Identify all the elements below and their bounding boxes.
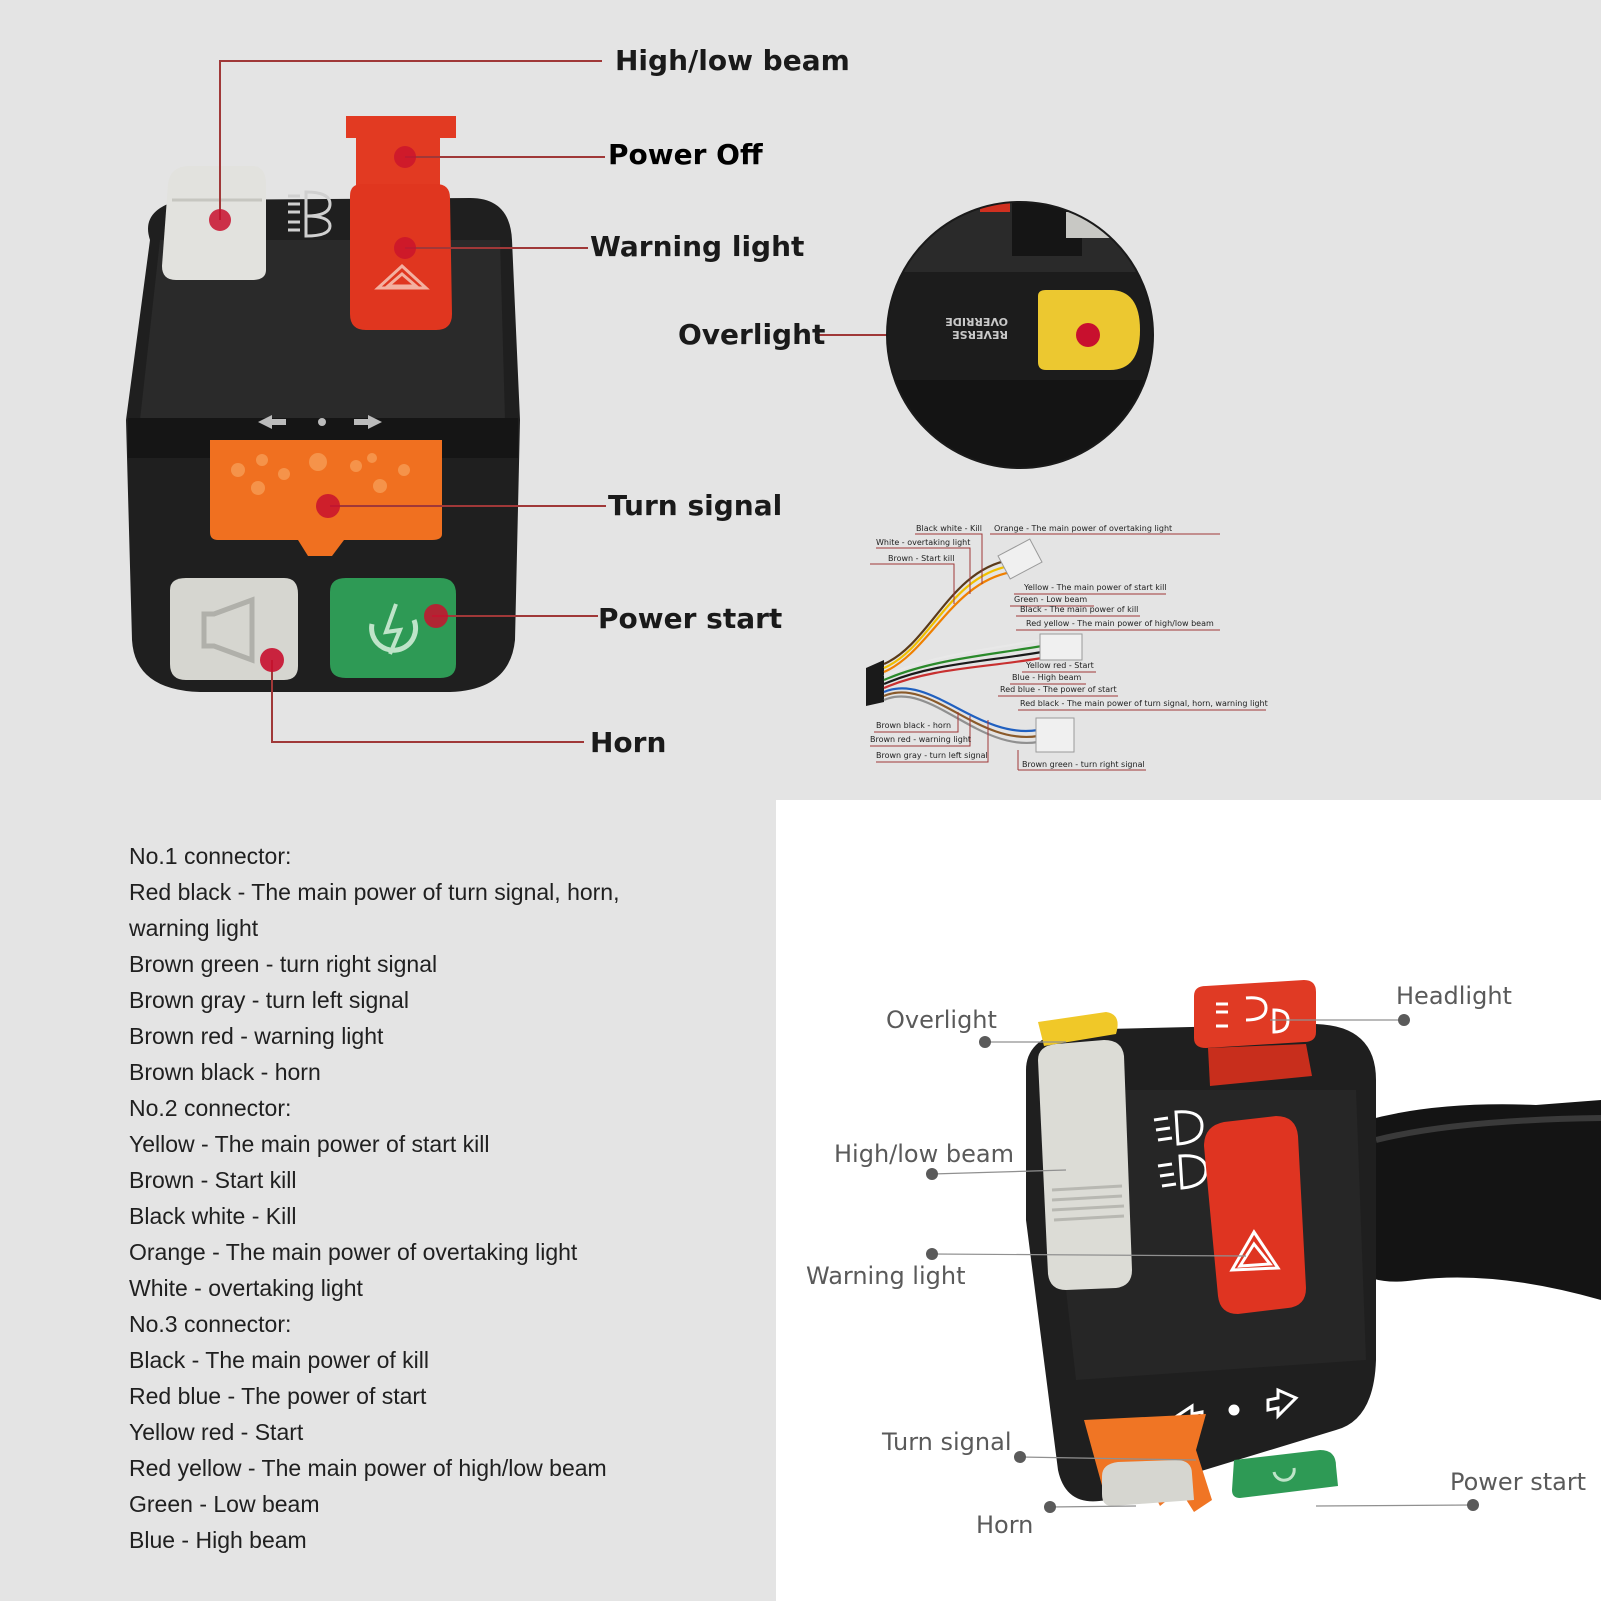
connector-no1-item: Brown red - warning light bbox=[129, 1023, 384, 1049]
side-headlight-button bbox=[1194, 980, 1316, 1048]
wire-label-blue: Blue - High beam bbox=[1012, 673, 1082, 682]
callout-overlight: Overlight bbox=[678, 318, 825, 351]
side-callout-warning-light: Warning light bbox=[806, 1262, 966, 1290]
wire bbox=[883, 687, 1039, 733]
wire-label-brown-red: Brown red - warning light bbox=[870, 735, 971, 744]
connector-no1-item: Red black - The main power of turn signa… bbox=[129, 879, 620, 941]
top-callout-lines bbox=[219, 60, 1088, 743]
connector-no1-title: No.1 connector: bbox=[129, 843, 292, 869]
handlebar bbox=[1336, 1100, 1601, 1300]
side-callout-dots bbox=[926, 1014, 1479, 1513]
turn-signal-texture bbox=[231, 453, 410, 495]
wire-label-green: Green - Low beam bbox=[1014, 595, 1087, 604]
side-beam-icons bbox=[1153, 1110, 1208, 1190]
wire-label-brown: Brown - Start kill bbox=[888, 554, 954, 563]
callout-high-low-beam: High/low beam bbox=[615, 44, 850, 77]
callout-power-start: Power start bbox=[598, 602, 782, 635]
connector-no1-item: Brown black - horn bbox=[129, 1059, 321, 1085]
connector-no3-item: Yellow red - Start bbox=[129, 1419, 304, 1445]
connector-no1 bbox=[1035, 717, 1075, 753]
wire bbox=[883, 564, 1011, 670]
connector-no3-item: Blue - High beam bbox=[129, 1527, 307, 1553]
callout-power-off: Power Off bbox=[608, 138, 763, 171]
connector-no2-item: Brown - Start kill bbox=[129, 1167, 297, 1193]
side-warning-light-button bbox=[1204, 1116, 1306, 1314]
connector-no1-item: Brown green - turn right signal bbox=[129, 951, 438, 977]
wire-label-black: Black - The main power of kill bbox=[1020, 605, 1138, 614]
wire bbox=[883, 656, 1043, 690]
wire bbox=[883, 695, 1039, 745]
wire-label-red-black: Red black - The main power of turn signa… bbox=[1020, 699, 1268, 708]
wire bbox=[883, 558, 1011, 666]
side-callout-power-start: Power start bbox=[1450, 1468, 1586, 1496]
override-marking: OVERRIDE bbox=[945, 315, 1008, 328]
side-callout-overlight: Overlight bbox=[886, 1006, 997, 1034]
connector-no3 bbox=[1039, 633, 1083, 661]
side-callout-lines bbox=[931, 1019, 1474, 1508]
callout-horn: Horn bbox=[590, 726, 666, 759]
side-view-panel: Overlight Headlight High/low beam Warnin… bbox=[776, 800, 1601, 1601]
connector-no1-item: Brown gray - turn left signal bbox=[129, 987, 409, 1013]
connector-no2-item: White - overtaking light bbox=[129, 1275, 363, 1301]
wire bbox=[883, 570, 1013, 674]
wire-label-black-white: Black white - Kill bbox=[916, 524, 982, 533]
wire-label-brown-black: Brown black - horn bbox=[876, 721, 951, 730]
connector-no3-title: No.3 connector: bbox=[129, 1311, 292, 1337]
connector-no2-title: No.2 connector: bbox=[129, 1095, 292, 1121]
connector-no2-item: Black white - Kill bbox=[129, 1203, 297, 1229]
side-callout-high-low-beam: High/low beam bbox=[834, 1140, 1014, 1168]
beam-icons bbox=[288, 190, 332, 238]
wire bbox=[883, 638, 1043, 678]
hazard-triangle-icon bbox=[374, 263, 430, 290]
wire bbox=[883, 650, 1043, 686]
callout-warning-light: Warning light bbox=[590, 230, 804, 263]
reverse-marking: REVERSE bbox=[952, 328, 1008, 341]
wire-label-red-yellow: Red yellow - The main power of high/low … bbox=[1026, 619, 1214, 628]
wire-label-orange: Orange - The main power of overtaking li… bbox=[994, 524, 1172, 533]
wire bbox=[883, 644, 1043, 682]
wire-label-red-blue: Red blue - The power of start bbox=[1000, 685, 1117, 694]
side-callout-horn: Horn bbox=[976, 1511, 1033, 1539]
wire-bundle-root bbox=[866, 660, 884, 706]
connector-no3-item: Green - Low beam bbox=[129, 1491, 320, 1517]
connector-no3-item: Black - The main power of kill bbox=[129, 1347, 429, 1373]
wire-label-yellow: Yellow - The main power of start kill bbox=[1023, 583, 1167, 592]
side-high-low-beam-button bbox=[1038, 1040, 1132, 1290]
wire-label-yellow-red: Yellow red - Start bbox=[1025, 661, 1094, 670]
wire-label-brown-green: Brown green - turn right signal bbox=[1022, 760, 1145, 769]
wire-label-brown-gray: Brown gray - turn left signal bbox=[876, 751, 988, 760]
side-callout-turn-signal: Turn signal bbox=[881, 1428, 1012, 1456]
side-power-start-button bbox=[1232, 1450, 1338, 1498]
wire-label-white: White - overtaking light bbox=[876, 538, 970, 547]
connector-no3-item: Red blue - The power of start bbox=[129, 1383, 427, 1409]
overlight-zoom-inset bbox=[887, 202, 1153, 468]
turn-arrow-markings bbox=[258, 415, 382, 429]
connector-no3-item: Red yellow - The main power of high/low … bbox=[129, 1455, 607, 1481]
side-hazard-icon bbox=[1229, 1229, 1281, 1272]
wire bbox=[883, 691, 1039, 739]
side-power-start-icon bbox=[1272, 1467, 1296, 1482]
side-horn-button bbox=[1102, 1460, 1194, 1506]
top-switch-diagram: High/low beam Power Off Warning light Ov… bbox=[126, 44, 1268, 771]
connector-wiring-list: No.1 connector: Red black - The main pow… bbox=[129, 838, 769, 1558]
side-overlight-yellow bbox=[1038, 1012, 1118, 1046]
power-start-button bbox=[330, 578, 456, 678]
connector-no2-item: Orange - The main power of overtaking li… bbox=[129, 1239, 578, 1265]
wiring-diagram: Black white - Kill Orange - The main pow… bbox=[866, 524, 1268, 771]
callout-turn-signal: Turn signal bbox=[608, 489, 782, 522]
connector-no2 bbox=[997, 538, 1043, 580]
top-callout-markers bbox=[209, 146, 448, 672]
side-callout-headlight: Headlight bbox=[1396, 982, 1512, 1010]
power-start-icon bbox=[369, 603, 419, 655]
horn-icon bbox=[201, 596, 255, 664]
side-view-switch: Overlight Headlight High/low beam Warnin… bbox=[806, 980, 1601, 1539]
connector-no2-item: Yellow - The main power of start kill bbox=[129, 1131, 490, 1157]
